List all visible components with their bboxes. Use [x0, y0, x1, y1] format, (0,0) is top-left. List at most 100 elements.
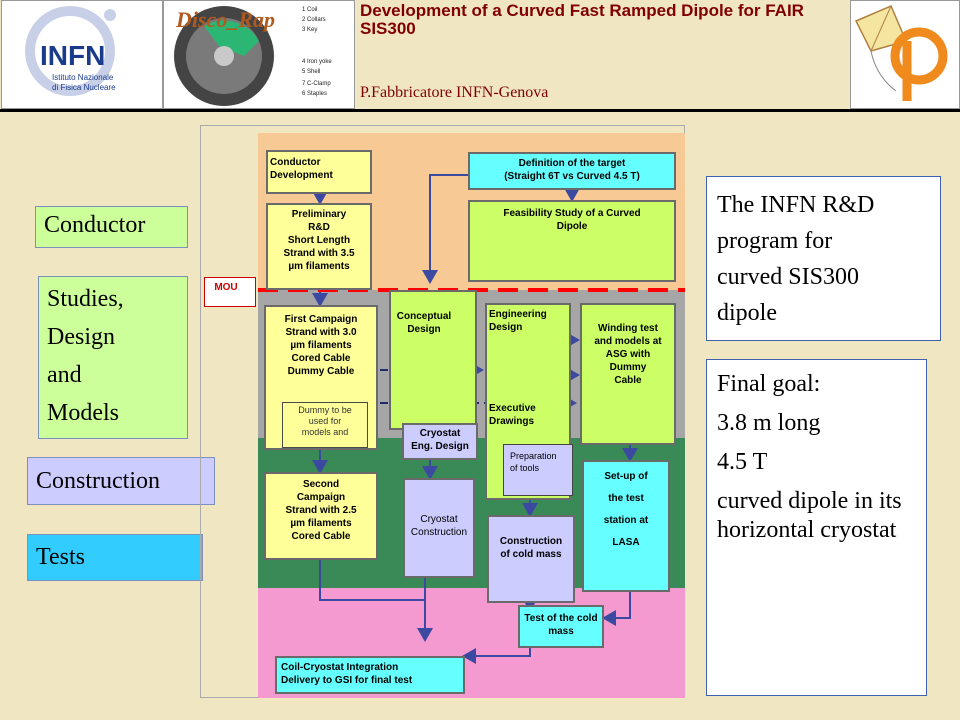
header-divider: [0, 109, 960, 112]
label-studies-line1: Studies,: [47, 286, 124, 312]
box-preliminary: [266, 203, 372, 290]
box-preparation: [503, 444, 573, 496]
label-studies: Studies, Design and Models: [38, 276, 188, 439]
box-dummy: [282, 402, 368, 448]
eng-l1: Engineering: [489, 309, 547, 320]
sc-l2: Campaign: [296, 492, 346, 503]
box-winding: [580, 303, 676, 445]
text-executive: Executive Drawings: [489, 402, 569, 428]
cc-l1: Cryostat: [420, 514, 458, 525]
dummy-l2: used for: [308, 416, 342, 426]
text-cryostat-construction: Cryostat Construction: [399, 513, 479, 539]
text-cold-mass: Construction of cold mass: [487, 535, 575, 561]
label-studies-line2: Design: [47, 324, 115, 350]
pre-l4: Strand with 3.5: [283, 248, 355, 259]
ce-l1: Cryostat: [419, 428, 461, 439]
pre-l3: Short Length: [287, 235, 351, 246]
text-target: Definition of the target (Straight 6T vs…: [468, 157, 676, 183]
cd-l2: Development: [270, 170, 333, 181]
label-conductor: Conductor: [35, 206, 188, 248]
box-setup: [582, 460, 670, 592]
int-l2: Delivery to GSI for final test: [281, 675, 413, 686]
text-setup: Set-up of the test station at LASA: [582, 466, 670, 554]
feas-l2: Dipole: [556, 221, 588, 232]
program-line1: The INFN R&D: [717, 192, 875, 218]
setup-l1: Set-up of: [604, 471, 648, 482]
goal-line3: 4.5 T: [717, 449, 768, 475]
text-winding: Winding test and models at ASG with Dumm…: [580, 322, 676, 387]
legend-6: 6 Staples: [302, 91, 327, 97]
tcm-l2: mass: [548, 626, 574, 637]
wind-l3: ASG with: [605, 349, 651, 360]
box-cryostat-eng: [402, 423, 478, 460]
box-integration: [275, 656, 465, 694]
label-conductor-text: Conductor: [44, 212, 146, 238]
goal-box: Final goal: 3.8 m long 4.5 T curved dipo…: [706, 359, 927, 696]
box-test-cold-mass: [518, 605, 604, 648]
wind-l2: and models at: [594, 336, 662, 347]
line-second-integration: [319, 560, 425, 601]
cm-l2: of cold mass: [500, 549, 562, 560]
text-cryostat-eng: Cryostat Eng. Design: [402, 427, 478, 453]
setup-l3: station at: [603, 515, 649, 526]
ce-l2: Eng. Design: [411, 441, 469, 452]
box-cold-mass: [487, 515, 575, 603]
mou-box: [204, 277, 256, 307]
box-target: [468, 152, 676, 190]
label-tests: Tests: [27, 534, 203, 581]
cd-l1: Conductor: [270, 157, 321, 168]
pre-l1: Preliminary: [291, 209, 347, 220]
wind-l4: Dummy: [609, 362, 647, 373]
infn-logo: INFN Istituto Nazionale di Fisica Nuclea…: [1, 0, 163, 109]
label-construction-text: Construction: [36, 468, 160, 494]
box-feasibility: [468, 200, 676, 282]
program-line2: program for: [717, 228, 833, 254]
eng-l2: Design: [489, 322, 523, 333]
prep-l2: of tools: [510, 463, 540, 473]
cm-l1: Construction: [499, 536, 563, 547]
page-title: Development of a Curved Fast Ramped Dipo…: [360, 1, 804, 38]
wind-l1: Winding test: [598, 323, 658, 334]
kite-logo: [850, 0, 960, 109]
mou-label: MOU: [214, 282, 238, 293]
label-tests-text: Tests: [36, 544, 85, 570]
sc-l4: µm filaments: [290, 518, 352, 529]
int-l1: Coil-Cryostat Integration: [281, 662, 399, 673]
prep-l1: Preparation: [510, 451, 557, 461]
text-feasibility: Feasibility Study of a Curved Dipole: [468, 207, 676, 233]
text-preparation: Preparation of tools: [510, 450, 576, 474]
tcm-l1: Test of the cold: [524, 613, 598, 624]
text-conductor-development: Conductor Development: [270, 156, 366, 182]
disco-rap-logo: Disco_Rap 1 Coil 2 Collars 3 Key 4 Iron …: [163, 0, 355, 109]
sc-l3: Strand with 2.5: [285, 505, 357, 516]
infn-logo-text: INFN: [40, 40, 105, 71]
fc-l5: Dummy Cable: [287, 366, 355, 377]
line-test-integration: [462, 648, 531, 664]
exe-l2: Drawings: [489, 416, 535, 427]
legend-2: 2 Collars: [302, 17, 326, 23]
exe-l1: Executive: [489, 403, 536, 414]
feas-l1: Feasibility Study of a Curved: [503, 208, 641, 219]
page-author: P.Fabbricatore INFN-Genova: [360, 84, 549, 101]
dummy-l1: Dummy to be: [298, 405, 352, 415]
fc-l3: µm filaments: [290, 340, 352, 351]
goal-line4: curved dipole in its horizontal cryostat: [717, 488, 902, 543]
disco-rap-title: Disco_Rap: [175, 7, 275, 32]
fc-l4: Cored Cable: [291, 353, 351, 364]
program-line4: dipole: [717, 300, 777, 326]
wind-l5: Cable: [614, 375, 642, 386]
label-studies-line3: and: [47, 362, 82, 388]
legend-1: 1 Coil: [302, 7, 317, 13]
target-l2: (Straight 6T vs Curved 4.5 T): [504, 171, 640, 182]
text-first-campaign: First Campaign Strand with 3.0 µm filame…: [264, 313, 378, 378]
text-dummy: Dummy to be used for models and: [282, 405, 368, 438]
fc-l1: First Campaign: [284, 314, 358, 325]
pre-l2: R&D: [308, 222, 330, 233]
fc-l2: Strand with 3.0: [285, 327, 357, 338]
program-line3: curved SIS300: [717, 264, 859, 290]
legend-4: 4 Iron yoke: [302, 59, 332, 65]
line-target-left: [422, 174, 468, 284]
text-engineering: Engineering Design: [489, 308, 569, 334]
label-construction: Construction: [27, 457, 215, 505]
